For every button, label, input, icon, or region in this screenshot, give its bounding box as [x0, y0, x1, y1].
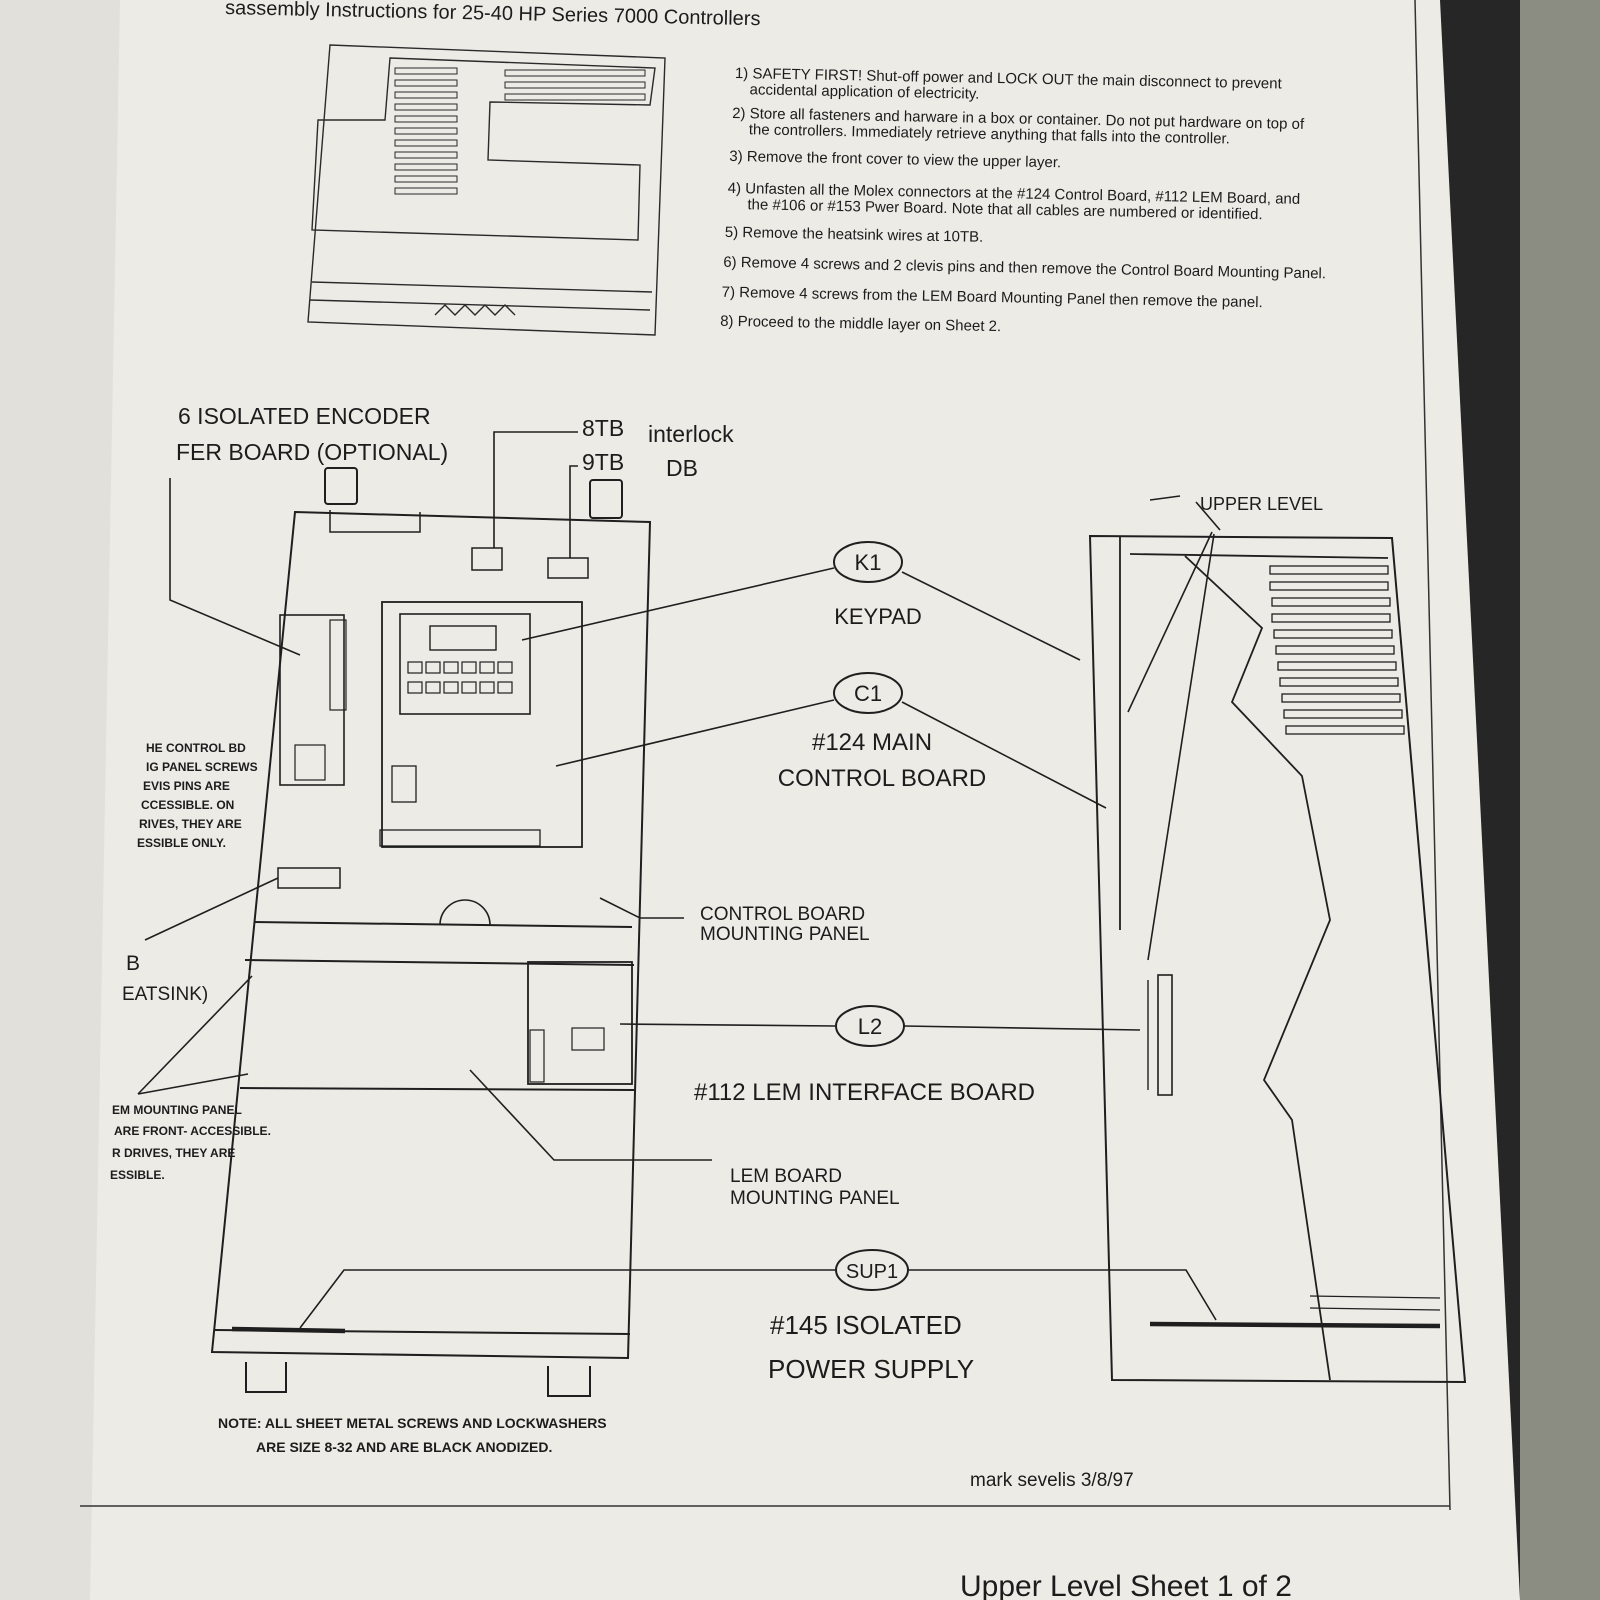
- tb8-label: 8TB: [582, 415, 624, 441]
- control-board-outline: [381, 601, 583, 848]
- side-note-line: HE CONTROL BD: [146, 741, 246, 755]
- leader-lines: [137, 431, 1221, 1329]
- callout-k1: K1: [833, 541, 903, 583]
- heatsink-label: EATSINK): [122, 984, 208, 1005]
- db-label: DB: [666, 455, 698, 481]
- lem-board-outline: [527, 961, 633, 1085]
- l2-tag: L2: [858, 1014, 882, 1039]
- power-supply-edge: [1149, 1321, 1441, 1329]
- lem-side-note: EM MOUNTING PANEL ARE FRONT- ACCESSIBLE.…: [110, 1103, 271, 1182]
- keypad-outline: [399, 613, 531, 715]
- tb9-label: 9TB: [582, 449, 624, 475]
- callout-l2: L2: [835, 1005, 905, 1047]
- encoder-label-1: 6 ISOLATED ENCODER: [178, 403, 431, 429]
- b-label: B: [126, 952, 140, 975]
- keypad-label: KEYPAD: [834, 604, 922, 629]
- callout-sup1: SUP1: [835, 1249, 909, 1291]
- psu-label-2: POWER SUPPLY: [768, 1354, 974, 1384]
- interlock-label: interlock: [648, 421, 734, 447]
- lifting-tab-left: [324, 467, 358, 505]
- step-3: 3) Remove the front cover to view the up…: [729, 148, 1061, 171]
- main-board-label-1: #124 MAIN: [812, 729, 932, 756]
- encoder-label-2: FER BOARD (OPTIONAL): [176, 439, 448, 465]
- controller-front-view: [210, 467, 652, 1397]
- control-bd-side-note: HE CONTROL BD IG PANEL SCREWS EVIS PINS …: [137, 741, 258, 850]
- lem-panel-label-2: MOUNTING PANEL: [730, 1188, 900, 1209]
- page-footer: Upper Level Sheet 1 of 2: [960, 1570, 1292, 1600]
- callout-c1: C1: [833, 672, 903, 714]
- lem-board-label: #112 LEM INTERFACE BOARD: [694, 1079, 1035, 1106]
- side-note-line: RIVES, THEY ARE: [139, 817, 242, 831]
- side-note-line: ESSIBLE ONLY.: [137, 836, 226, 850]
- k1-tag: K1: [855, 550, 882, 575]
- note-line-1: NOTE: ALL SHEET METAL SCREWS AND LOCKWAS…: [218, 1415, 607, 1431]
- upper-level-label: UPPER LEVEL: [1200, 494, 1323, 514]
- side-note-line: EM MOUNTING PANEL: [112, 1103, 242, 1117]
- side-note-line: CCESSIBLE. ON: [141, 798, 234, 812]
- cb-panel-label-2: MOUNTING PANEL: [700, 924, 870, 945]
- psu-label-1: #145 ISOLATED: [770, 1310, 962, 1340]
- c1-tag: C1: [854, 681, 882, 706]
- main-board-label-2: CONTROL BOARD: [778, 765, 986, 792]
- step-1-cont: accidental application of electricity.: [749, 81, 979, 102]
- paper-sheet: [0, 0, 1520, 1600]
- page-border-right: [1414, 0, 1451, 1511]
- terminal-9tb: [547, 557, 589, 579]
- lifting-tab-right: [589, 479, 623, 519]
- lem-panel-label-1: LEM BOARD: [730, 1166, 842, 1187]
- sup1-tag: SUP1: [846, 1261, 898, 1283]
- terminal-8tb: [471, 547, 503, 571]
- power-supply-bar: [231, 1326, 346, 1334]
- signature: mark sevelis 3/8/97: [970, 1470, 1134, 1491]
- lem-board-edge: [1157, 974, 1173, 1096]
- note-line-2: ARE SIZE 8-32 AND ARE BLACK ANODIZED.: [256, 1439, 552, 1455]
- front-cover-sketch: [307, 44, 666, 336]
- page-fold-shadow: [0, 0, 120, 1600]
- encoder-board-outline: [279, 614, 345, 786]
- side-note-line: ESSIBLE.: [110, 1168, 165, 1182]
- side-note-line: ARE FRONT- ACCESSIBLE.: [114, 1124, 271, 1138]
- step-5: 5) Remove the heatsink wires at 10TB.: [725, 224, 984, 246]
- keypad-display: [429, 625, 497, 651]
- side-note-line: IG PANEL SCREWS: [146, 760, 258, 774]
- side-note-line: R DRIVES, THEY ARE: [112, 1146, 235, 1160]
- step-8: 8) Proceed to the middle layer on Sheet …: [720, 313, 1001, 335]
- controller-side-view: [1088, 534, 1467, 1384]
- cb-panel-label-1: CONTROL BOARD: [700, 904, 865, 925]
- side-note-line: EVIS PINS ARE: [143, 779, 230, 793]
